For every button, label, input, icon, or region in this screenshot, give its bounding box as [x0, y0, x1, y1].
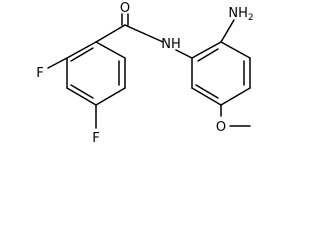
nh-to-ring-bond	[175, 49, 193, 59]
ring-b-bond	[220, 41, 251, 59]
ring-a-bond	[66, 41, 97, 59]
ring-b-inner-bond	[197, 48, 219, 62]
ring-a-inner-bond	[70, 47, 94, 62]
fluorine-bonds	[47, 57, 97, 129]
c-nh2-bond	[220, 19, 235, 43]
carbonyl-to-nh-bond	[124, 24, 164, 43]
ring-b-bond	[191, 87, 222, 106]
difluorophenyl-ring	[66, 41, 126, 106]
ring-a-bond	[95, 87, 126, 106]
fluorine-bottom-label: F	[92, 131, 99, 146]
molecule-structure: O NH NH2 F F O	[36, 1, 253, 146]
amide-nitrogen-label: NH	[161, 37, 181, 52]
ring-b-bond	[191, 41, 222, 59]
carbonyl-oxygen-label: O	[120, 1, 130, 16]
ring-a-bond	[66, 87, 97, 106]
ring-a-inner-bond	[70, 84, 94, 99]
amide-group	[95, 13, 193, 59]
substituent-bonds	[220, 19, 251, 127]
c-f-top-bond	[47, 57, 68, 69]
ring-to-carbonyl-bond	[95, 24, 126, 43]
fluorine-top-label: F	[36, 66, 43, 81]
amino-group-subscript: 2	[248, 13, 254, 23]
amino-group-symbol: NH	[228, 6, 248, 21]
methoxyaniline-ring	[191, 41, 251, 106]
methoxy-oxygen-label: O	[216, 120, 226, 135]
amino-group-label: NH2	[228, 6, 253, 23]
ring-b-inner-bond	[195, 84, 219, 99]
ring-a-bond	[95, 41, 126, 59]
ring-b-bond	[220, 87, 251, 106]
